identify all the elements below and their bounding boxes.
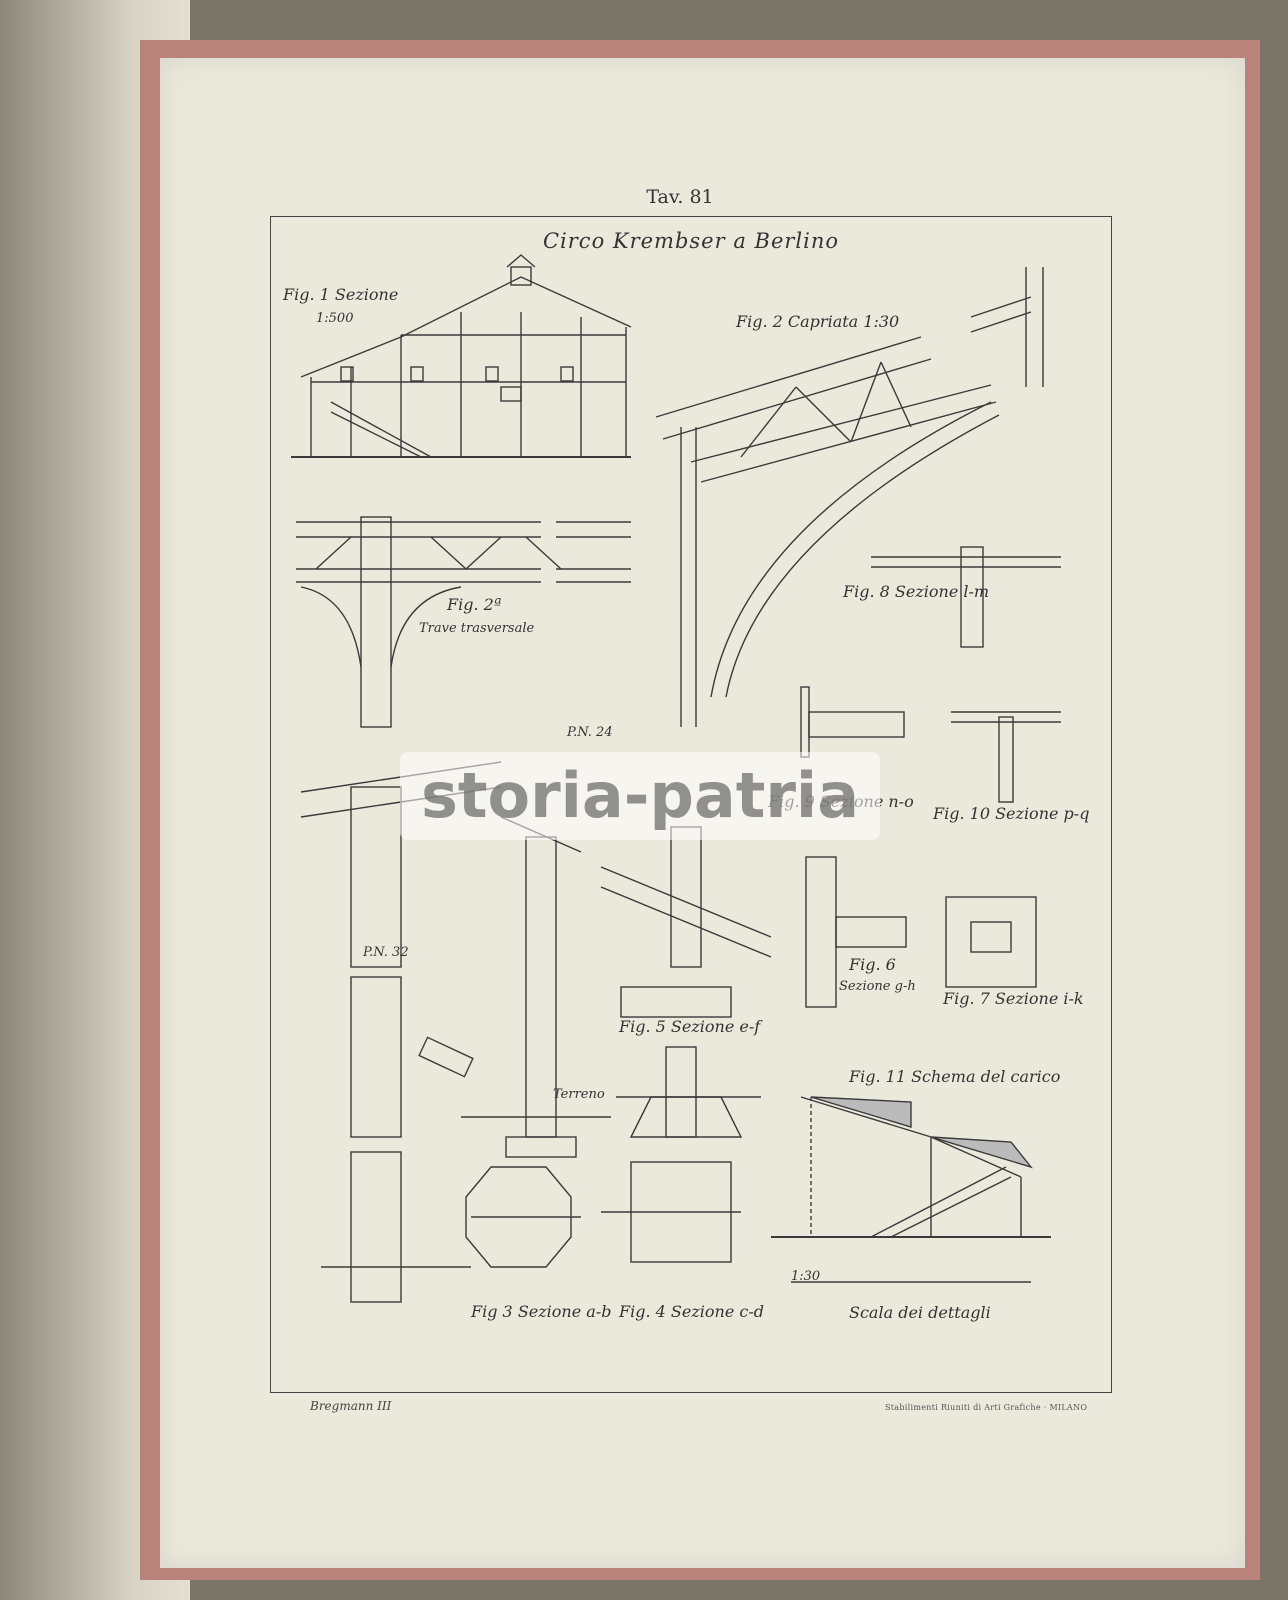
- column-detail-drawing: [300, 761, 502, 1303]
- terrain-label: Terreno: [553, 1087, 605, 1102]
- footer-printer: Stabilimenti Riuniti di Arti Grafiche · …: [885, 1403, 1088, 1412]
- fig1-label: Fig. 1 Sezione: [283, 285, 399, 304]
- fig2-label: Fig. 2 Capriata 1:30: [736, 312, 900, 331]
- fig2a-beam-drawing: [296, 516, 631, 728]
- plate-number: Tav. 81: [646, 186, 714, 208]
- footer-author: Bregmann III: [310, 1399, 392, 1413]
- fig8-fig9-fig10-drawing: [800, 546, 1061, 803]
- fig1-section-drawing: [291, 254, 632, 458]
- fig1-scale: 1:500: [316, 311, 354, 326]
- fig3-fig4-plans: [465, 1161, 741, 1268]
- watermark-backdrop: [400, 752, 880, 840]
- profile-label-pn24: P.N. 24: [567, 725, 613, 740]
- technical-drawing: [291, 254, 1061, 1303]
- central-column-drawing: [461, 816, 611, 1158]
- fig11-label: Fig. 11 Schema del carico: [849, 1067, 1061, 1086]
- profile-label-pn32: P.N. 32: [363, 945, 409, 960]
- fig6-fig7-drawing: [805, 856, 1037, 1008]
- plate-frame: Circo Krembser a Berlino: [270, 216, 1112, 1393]
- watermark-text: storia-patria: [420, 759, 860, 832]
- fig7-label: Fig. 7 Sezione i-k: [943, 989, 1084, 1008]
- fig8-label: Fig. 8 Sezione l-m: [843, 582, 990, 601]
- fig11-load-scheme: [771, 1096, 1051, 1283]
- fig5-detail-drawing: [600, 826, 772, 1138]
- fig2a-subtitle: Trave trasversale: [419, 621, 535, 636]
- fig2a-label: Fig. 2ª: [447, 595, 502, 614]
- scale-label: Scala dei dettagli: [849, 1303, 991, 1322]
- fig4-label: Fig. 4 Sezione c-d: [619, 1302, 764, 1321]
- plate-title: Circo Krembser a Berlino: [542, 229, 840, 253]
- fig6-label: Fig. 6: [849, 955, 896, 974]
- fig6-subtitle: Sezione g-h: [839, 979, 916, 994]
- fig5-label: Fig. 5 Sezione e-f: [619, 1017, 761, 1036]
- fig3-label: Fig 3 Sezione a-b: [471, 1302, 612, 1321]
- fig2-truss-drawing: [655, 267, 1044, 727]
- fig10-label: Fig. 10 Sezione p-q: [933, 804, 1090, 823]
- scale-ratio: 1:30: [791, 1269, 821, 1284]
- book-page: Tav. 81 Circo Krembser a Berlino: [160, 58, 1245, 1568]
